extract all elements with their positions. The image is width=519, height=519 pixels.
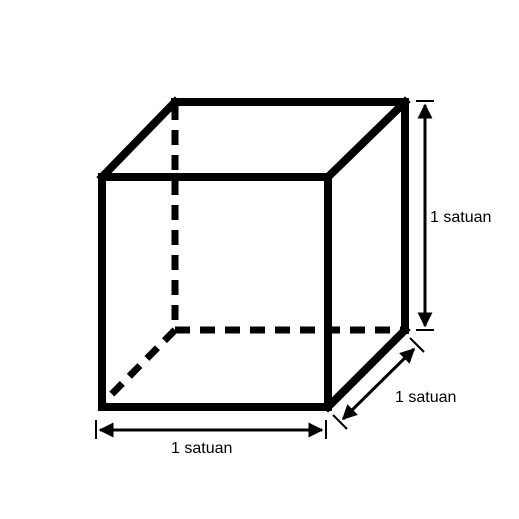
top-left-edge [96, 96, 181, 183]
height-dimension [416, 100, 434, 331]
depth-dimension [332, 337, 425, 430]
depth-tick-outer [409, 337, 425, 353]
depth-tick-inner [332, 414, 348, 430]
height-label: 1 satuan [430, 209, 491, 226]
top-right-edge [322, 96, 411, 183]
depth-label: 1 satuan [395, 389, 456, 406]
width-label: 1 satuan [171, 440, 232, 457]
hidden-edges [99, 105, 405, 407]
depth-arrow [341, 347, 416, 421]
hidden-edge-diagonal [99, 327, 178, 407]
width-dimension [95, 420, 327, 439]
front-face [98, 173, 332, 411]
visible-edges [96, 96, 411, 413]
